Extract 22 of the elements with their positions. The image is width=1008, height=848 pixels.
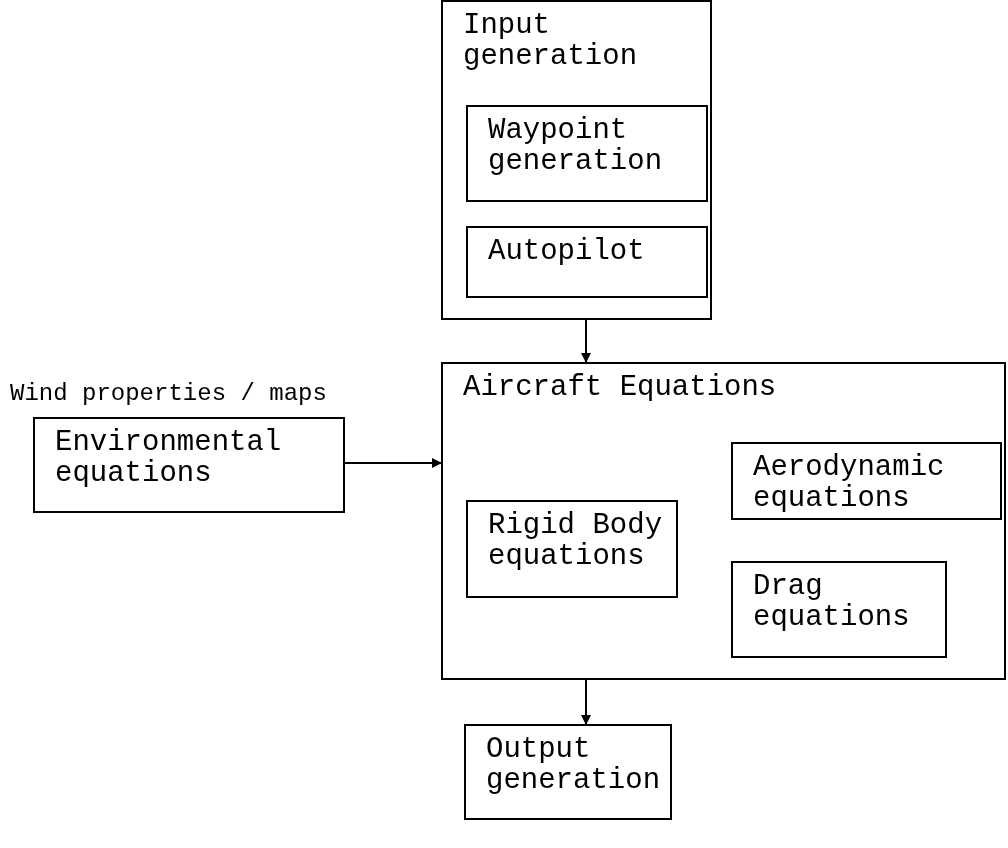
box-label: Autopilot: [488, 236, 646, 267]
process-box: [464, 724, 672, 820]
process-box: [466, 226, 708, 298]
process-box: [466, 105, 708, 202]
process-box: [731, 442, 1002, 520]
box-label: Waypoint generation: [488, 115, 664, 177]
box-label: Output generation: [486, 734, 662, 796]
arrow: [344, 458, 442, 468]
group-title: Aircraft Equations: [463, 372, 778, 403]
process-box: [466, 500, 678, 598]
process-box: [731, 561, 947, 658]
caption-text: Wind properties / maps: [10, 380, 327, 407]
arrow: [581, 679, 591, 725]
arrow: [581, 319, 591, 363]
group-title: Input generation: [463, 10, 639, 72]
box-label: Drag equations: [753, 571, 911, 633]
box-label: Environmental equations: [55, 427, 283, 489]
group-box: [441, 0, 712, 320]
box-label: Rigid Body equations: [488, 510, 664, 572]
process-box: [33, 417, 345, 513]
box-label: Aerodynamic equations: [753, 452, 946, 514]
group-box: [441, 362, 1006, 680]
